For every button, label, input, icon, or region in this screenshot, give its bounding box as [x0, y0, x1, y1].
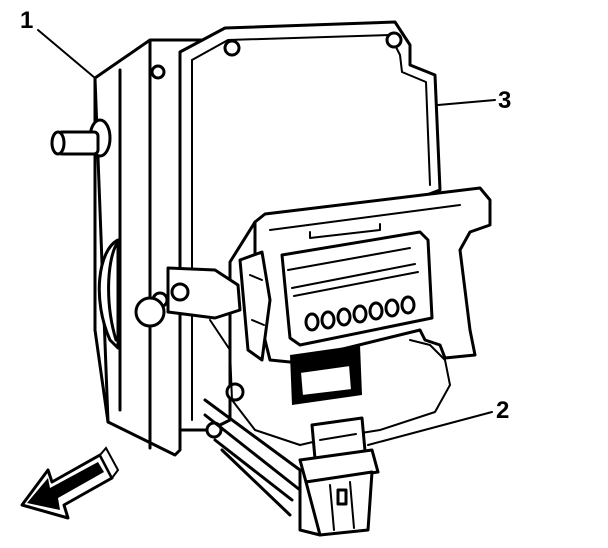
output-shaft: [50, 118, 112, 158]
mounting-tab: [166, 266, 242, 320]
callout-1: 1: [20, 7, 33, 34]
leader-line-2: [367, 411, 493, 446]
connector-pins: [304, 295, 416, 332]
arrow-pointing-down-left-icon: [20, 446, 120, 520]
connector-lower-block: [290, 345, 362, 405]
module-housing: [93, 38, 232, 457]
connector-housing: [238, 186, 492, 364]
callout-3: 3: [498, 87, 511, 114]
leader-line-1: [37, 29, 96, 79]
callout-2: 2: [496, 397, 509, 424]
harness-connector: [298, 416, 380, 537]
leader-line-3: [437, 99, 496, 106]
motor-housing: [97, 238, 120, 350]
wiring-harness: [203, 398, 322, 537]
